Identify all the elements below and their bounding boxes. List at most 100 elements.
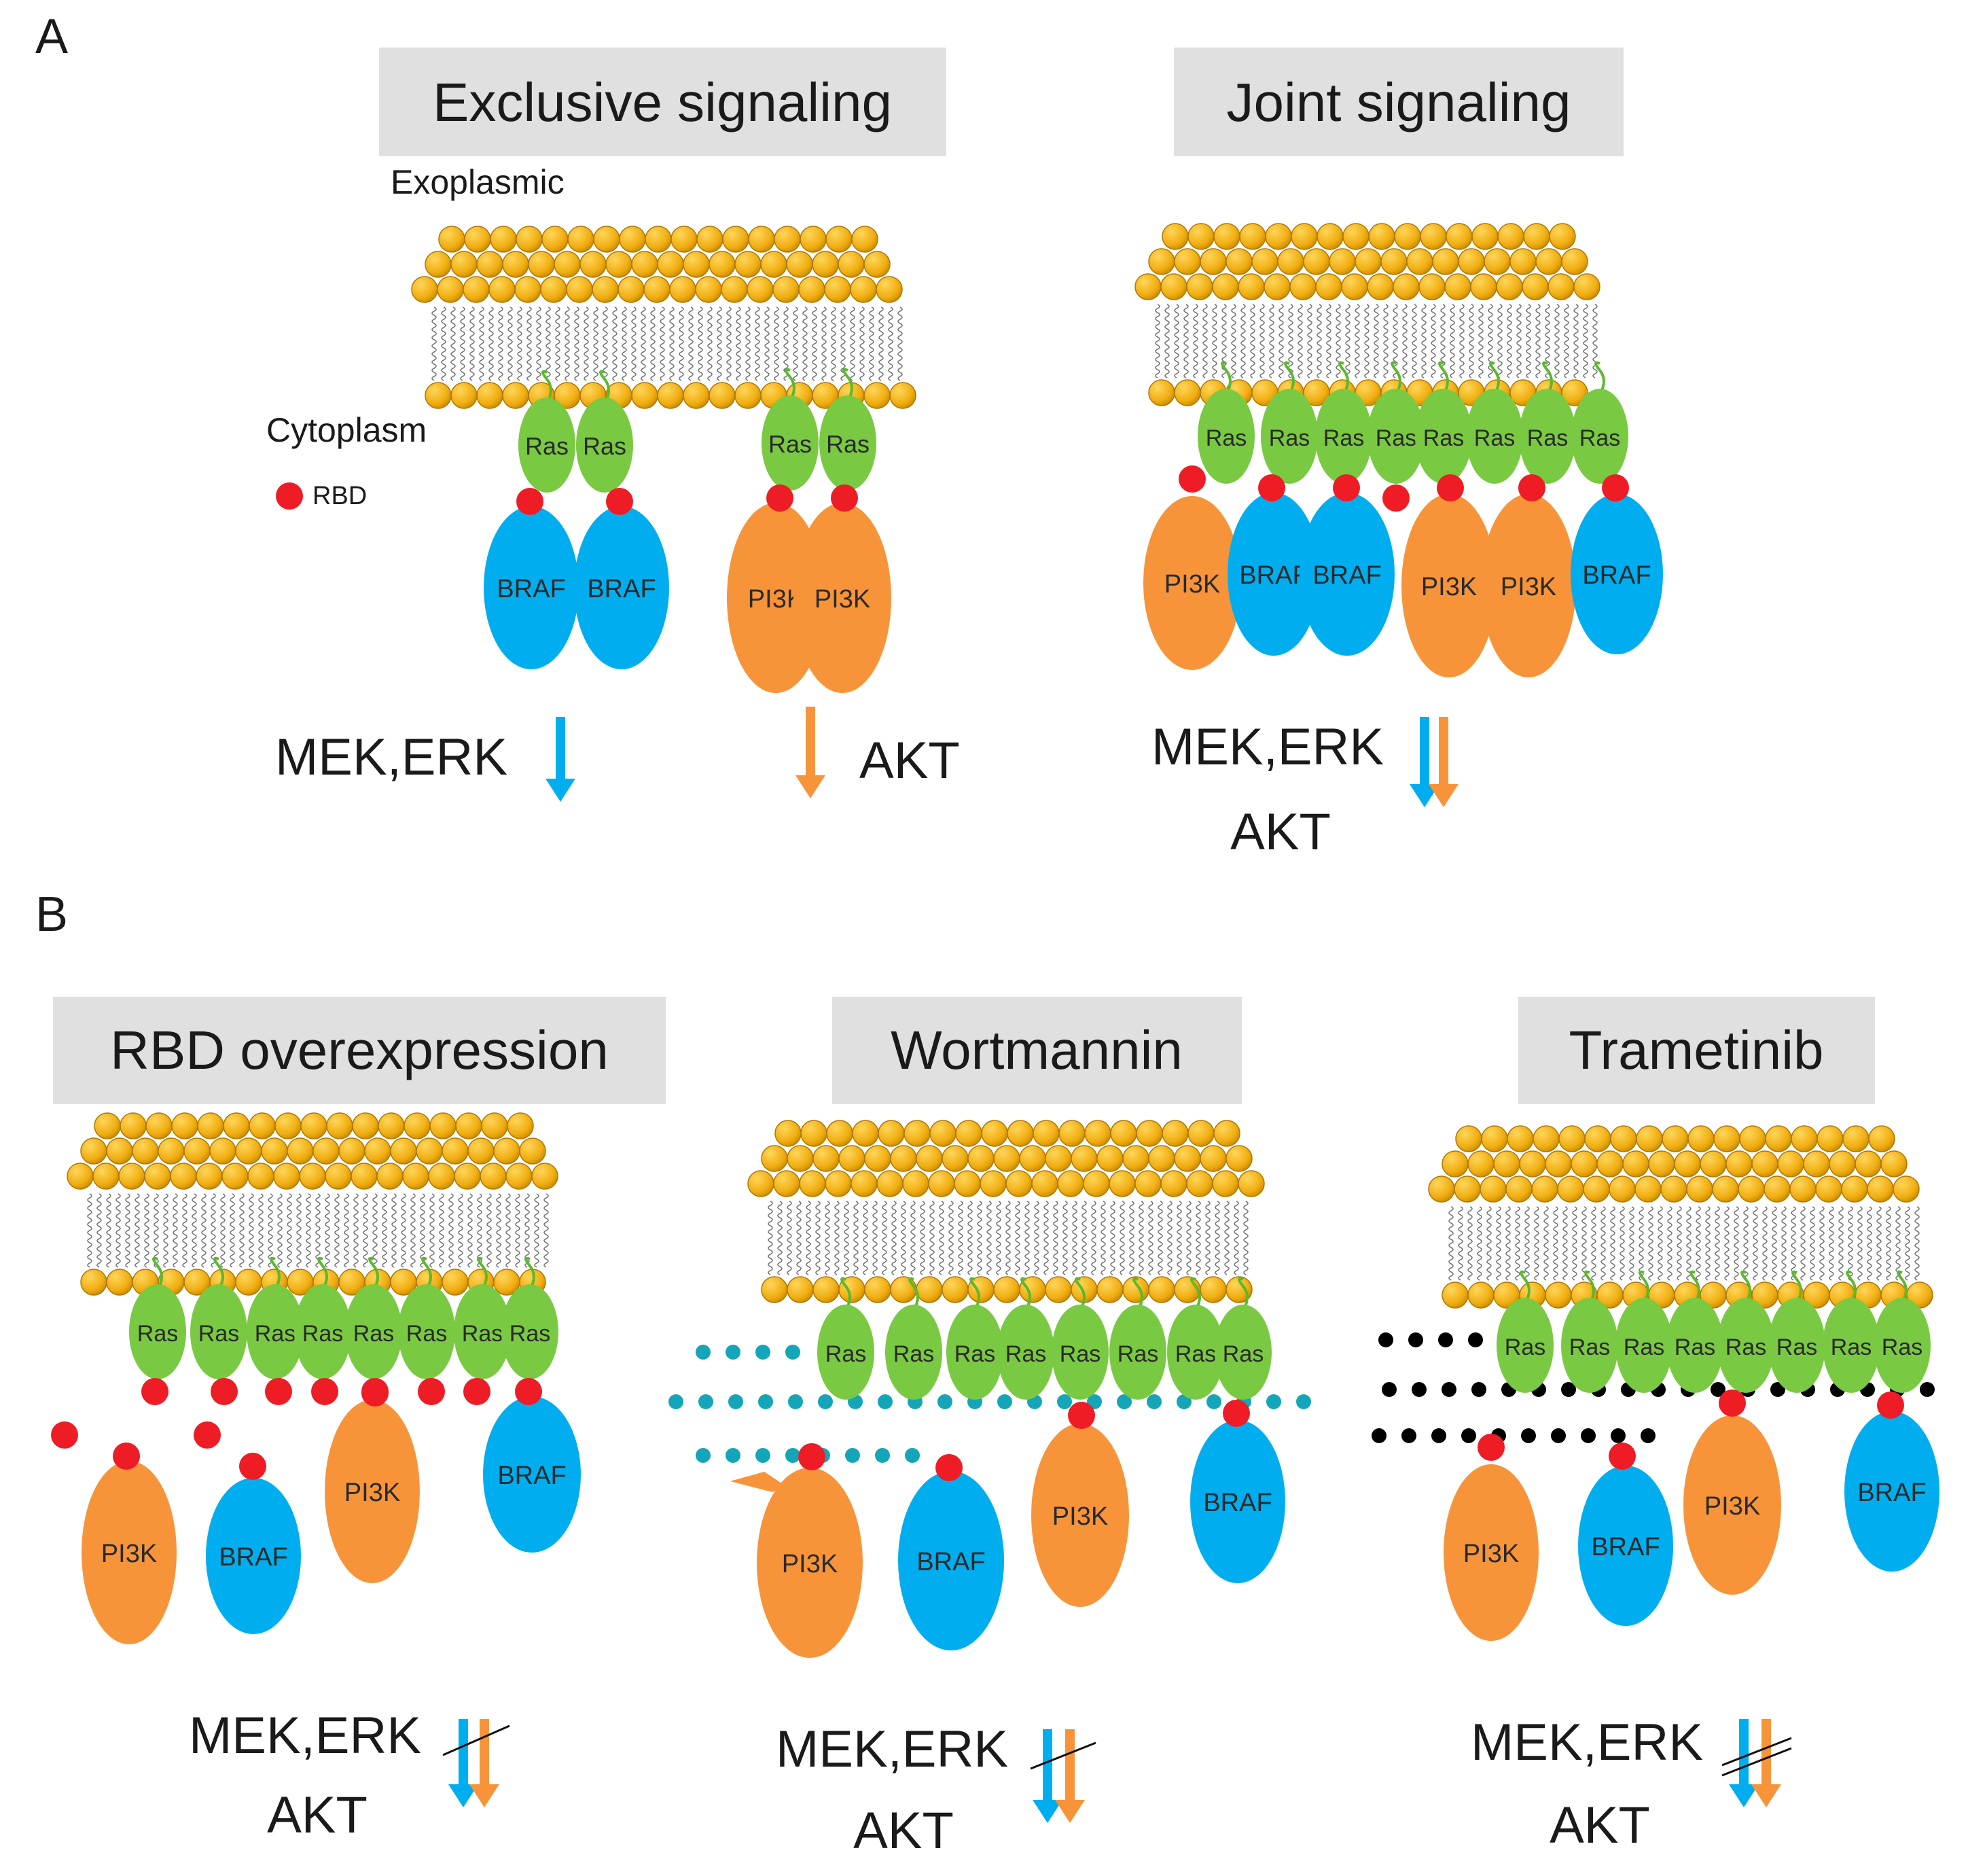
braf-label: BRAF [1582, 561, 1651, 590]
ras-protein: Ras [247, 1256, 304, 1379]
ras-label: Ras [137, 1321, 178, 1347]
panel-letter-a: A [35, 10, 68, 64]
ras-protein: Ras [1367, 361, 1425, 484]
title-trametinib: Trametinib [1518, 997, 1875, 1104]
rbd-dot [1518, 474, 1545, 501]
ras-label: Ras [1423, 425, 1464, 451]
strike-line [1030, 1741, 1096, 1770]
ras-protein: Ras [1571, 361, 1628, 484]
rbd-dot [831, 484, 858, 512]
ras-label: Ras [1005, 1341, 1046, 1367]
ras-label: Ras [768, 430, 812, 458]
braf-protein: BRAF [574, 506, 669, 669]
ras-label: Ras [1223, 1341, 1264, 1367]
rbd-dot [418, 1378, 445, 1405]
ras-protein: Ras [294, 1256, 351, 1379]
ras-label: Ras [1579, 425, 1620, 451]
mek-erk-label: MEK,ERK [189, 1707, 421, 1765]
pi3k-protein: PI3K [1031, 1423, 1129, 1607]
rbd-dot [463, 1378, 490, 1405]
rbd-dot [1478, 1434, 1505, 1461]
rbd-dot [1258, 474, 1285, 501]
rbd-dot [1382, 484, 1410, 512]
ras-protein: Ras [501, 1256, 558, 1379]
ras-protein: Ras [1823, 1270, 1880, 1393]
braf-label: BRAF [1239, 561, 1308, 590]
ras-label: Ras [255, 1321, 296, 1347]
pi3k-label: PI3K [1421, 573, 1477, 601]
pi3k-protein: PI3K [325, 1400, 420, 1583]
rbd-dot [798, 1443, 825, 1470]
akt-label: AKT [1550, 1797, 1650, 1854]
pi3k-protein: PI3K [793, 503, 891, 693]
cytoplasm-label: Cytoplasm [266, 411, 427, 449]
rbd-dot [1437, 474, 1464, 501]
ras-label: Ras [1624, 1334, 1664, 1360]
pi3k-label: PI3K [1463, 1540, 1519, 1568]
ras-protein: Ras [1261, 361, 1318, 484]
ras-protein: Ras [1109, 1277, 1166, 1400]
rbd-dot [194, 1421, 221, 1449]
ras-label: Ras [1882, 1334, 1922, 1360]
title-joint: Joint signaling [1174, 48, 1624, 156]
braf-protein: BRAF [206, 1478, 301, 1634]
ras-label: Ras [1569, 1334, 1610, 1360]
rbd-dot [1179, 465, 1206, 493]
pi3k-label: PI3K [1052, 1502, 1108, 1531]
ras-protein: Ras [518, 370, 575, 493]
ras-protein: Ras [885, 1277, 942, 1400]
ras-label: Ras [825, 1341, 866, 1367]
ras-protein: Ras [1615, 1270, 1672, 1393]
mek-erk-label: MEK,ERK [275, 728, 507, 786]
rbd-dot [311, 1378, 338, 1405]
pi3k-protein: PI3K [1401, 494, 1497, 677]
ras-protein: Ras [1666, 1270, 1723, 1393]
pi3k-label: PI3K [1704, 1492, 1760, 1521]
rbd-dot [515, 1378, 542, 1405]
pi3k-protein: PI3K [82, 1461, 177, 1644]
braf-protein: BRAF [1844, 1411, 1939, 1572]
ras-label: Ras [302, 1321, 343, 1347]
rbd-dot [1719, 1390, 1746, 1417]
pi3k-protein: PI3K [1683, 1415, 1781, 1595]
pi3k-label: PI3K [1164, 570, 1220, 599]
ras-protein: Ras [817, 1277, 874, 1400]
braf-label: BRAF [1203, 1489, 1272, 1517]
ras-protein: Ras [576, 370, 633, 493]
rbd-dot [113, 1443, 140, 1470]
ras-label: Ras [583, 432, 626, 460]
strike-line [1721, 1737, 1792, 1767]
pi3k-protein: PI3K [1481, 494, 1576, 677]
title-exclusive: Exclusive signaling [379, 48, 946, 156]
membrane-trametinib [1428, 1125, 1933, 1309]
mek-erk-arrow [1410, 717, 1439, 807]
rbd-dot [265, 1378, 292, 1405]
ras-label: Ras [1117, 1341, 1158, 1367]
rbd-dot [211, 1378, 238, 1405]
ras-protein: Ras [1215, 1277, 1272, 1400]
mek-erk-arrow [1033, 1729, 1062, 1823]
pi3k-protein: PI3K [1143, 496, 1241, 670]
akt-arrow [1055, 1729, 1085, 1823]
braf-protein: BRAF [1578, 1466, 1673, 1626]
pi3k-label: PI3K [101, 1540, 157, 1568]
ras-label: Ras [1776, 1334, 1817, 1360]
ras-label: Ras [954, 1341, 995, 1367]
svg-text:Joint signaling: Joint signaling [1227, 72, 1571, 132]
ras-label: Ras [509, 1321, 550, 1347]
ras-protein: Ras [1415, 361, 1472, 484]
svg-text:RBD overexpression: RBD overexpression [110, 1020, 609, 1080]
braf-label: BRAF [1857, 1479, 1926, 1507]
ras-label: Ras [826, 430, 870, 458]
akt-arrow [1751, 1719, 1781, 1807]
rbd-dot [51, 1421, 78, 1449]
panel-letter-b: B [35, 887, 68, 942]
ras-protein: Ras [345, 1256, 402, 1379]
braf-protein: BRAF [1228, 493, 1320, 656]
ras-protein: Ras [819, 368, 876, 491]
ras-protein: Ras [1198, 361, 1255, 484]
rbd-dot [1877, 1392, 1904, 1419]
membrane-rbd-overexpression [67, 1112, 558, 1296]
ras-protein: Ras [398, 1256, 455, 1379]
